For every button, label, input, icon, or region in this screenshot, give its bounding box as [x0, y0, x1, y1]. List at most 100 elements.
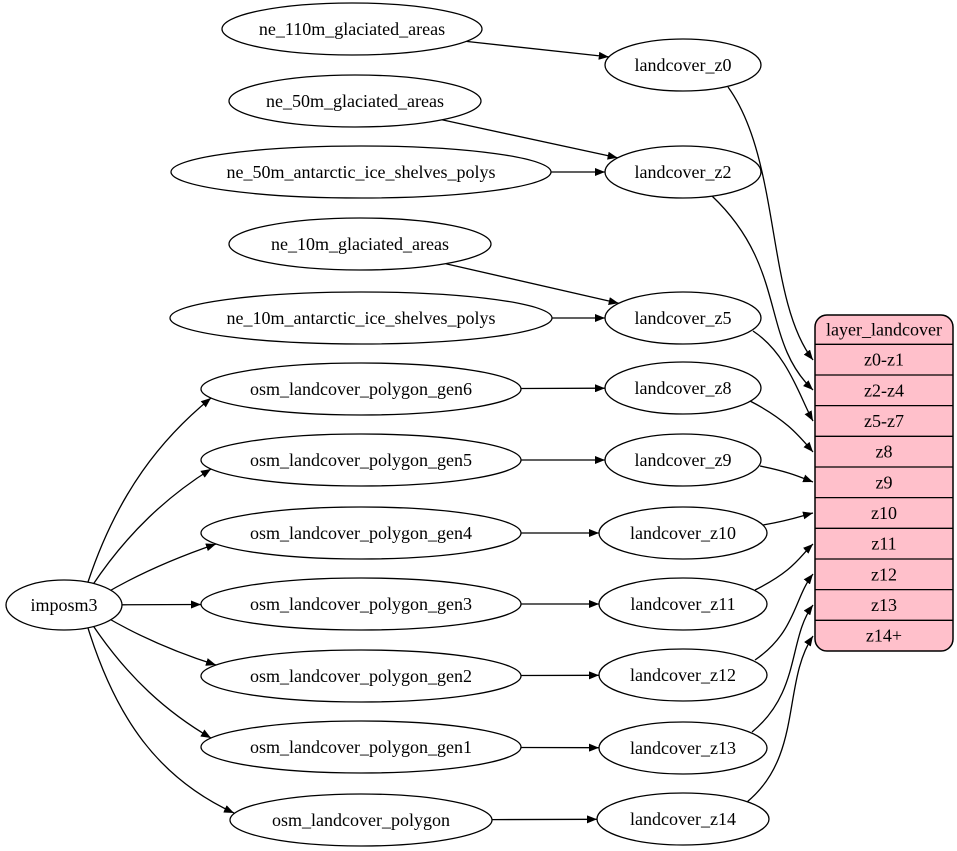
node-label-ne_50m_glaciated_areas: ne_50m_glaciated_areas — [266, 91, 444, 111]
record-row-z9: z9 — [876, 472, 893, 492]
node-shape-landcover_z2 — [604, 145, 762, 199]
record-row-z0-z1: z0-z1 — [864, 350, 904, 370]
node-label-ne_10m_antarctic_ice_shelves_polys: ne_10m_antarctic_ice_shelves_polys — [227, 308, 496, 328]
node-shape-osm_landcover_polygon_gen1 — [200, 720, 522, 774]
node-label-landcover_z9: landcover_z9 — [635, 450, 732, 470]
edge-imposm3-to-osm_landcover_polygon — [87, 627, 235, 814]
node-label-landcover_z0: landcover_z0 — [635, 55, 732, 75]
node-label-landcover_z12: landcover_z12 — [630, 665, 736, 685]
node-label-imposm3: imposm3 — [30, 595, 97, 615]
node-label-ne_10m_glaciated_areas: ne_10m_glaciated_areas — [271, 234, 449, 254]
record-row-z13: z13 — [871, 595, 897, 615]
edge-landcover_z10-to-layer_landcover-z10 — [762, 511, 814, 526]
node-shape-landcover_z0 — [604, 38, 762, 92]
node-label-osm_landcover_polygon_gen2: osm_landcover_polygon_gen2 — [250, 666, 472, 686]
node-label-ne_50m_antarctic_ice_shelves_polys: ne_50m_antarctic_ice_shelves_polys — [227, 162, 496, 182]
node-shape-ne_110m_glaciated_areas — [221, 2, 483, 56]
node-shape-ne_50m_glaciated_areas — [228, 74, 482, 128]
edge-imposm3-to-osm_landcover_polygon_gen1 — [91, 623, 212, 739]
node-shape-landcover_z9 — [604, 433, 762, 487]
node-label-osm_landcover_polygon_gen4: osm_landcover_polygon_gen4 — [250, 523, 472, 543]
node-landcover_z0: landcover_z0 — [604, 38, 762, 92]
node-shape-landcover_z13 — [598, 721, 768, 775]
node-shape-ne_10m_antarctic_ice_shelves_polys — [169, 291, 553, 345]
node-shape-osm_landcover_polygon — [229, 793, 493, 847]
edge-landcover_z8-to-layer_landcover-z8 — [749, 400, 814, 453]
node-landcover_z2: landcover_z2 — [604, 145, 762, 199]
record-row-z12: z12 — [871, 564, 897, 584]
node-label-osm_landcover_polygon_gen1: osm_landcover_polygon_gen1 — [250, 737, 472, 757]
node-ne_10m_antarctic_ice_shelves_polys: ne_10m_antarctic_ice_shelves_polys — [169, 291, 553, 345]
node-osm_landcover_polygon_gen6: osm_landcover_polygon_gen6 — [200, 362, 522, 416]
node-landcover_z10: landcover_z10 — [598, 506, 768, 560]
node-shape-landcover_z5 — [604, 291, 762, 345]
node-osm_landcover_polygon_gen2: osm_landcover_polygon_gen2 — [200, 649, 522, 703]
node-label-landcover_z14: landcover_z14 — [630, 809, 736, 829]
node-ne_10m_glaciated_areas: ne_10m_glaciated_areas — [228, 217, 492, 271]
node-label-osm_landcover_polygon_gen3: osm_landcover_polygon_gen3 — [250, 594, 472, 614]
node-imposm3: imposm3 — [5, 579, 123, 631]
node-shape-landcover_z12 — [598, 648, 768, 702]
node-label-landcover_z13: landcover_z13 — [630, 738, 736, 758]
node-shape-imposm3 — [5, 579, 123, 631]
node-ne_50m_glaciated_areas: ne_50m_glaciated_areas — [228, 74, 482, 128]
node-label-landcover_z2: landcover_z2 — [635, 162, 732, 182]
node-landcover_z11: landcover_z11 — [598, 577, 768, 631]
node-shape-landcover_z10 — [598, 506, 768, 560]
node-shape-ne_50m_antarctic_ice_shelves_polys — [170, 145, 552, 199]
record-row-z5-z7: z5-z7 — [864, 411, 904, 431]
node-shape-osm_landcover_polygon_gen4 — [200, 506, 522, 560]
node-shape-osm_landcover_polygon_gen6 — [200, 362, 522, 416]
record-row-z14+: z14+ — [866, 626, 902, 646]
node-osm_landcover_polygon_gen4: osm_landcover_polygon_gen4 — [200, 506, 522, 560]
edge-landcover_z9-to-layer_landcover-z9 — [759, 465, 814, 483]
node-shape-ne_10m_glaciated_areas — [228, 217, 492, 271]
edge-imposm3-to-osm_landcover_polygon_gen2 — [105, 616, 217, 666]
edge-landcover_z12-to-layer_landcover-z12 — [754, 573, 814, 661]
edge-landcover_z0-to-layer_landcover-z0-z1 — [727, 86, 814, 361]
node-osm_landcover_polygon_gen3: osm_landcover_polygon_gen3 — [200, 577, 522, 631]
node-ne_50m_antarctic_ice_shelves_polys: ne_50m_antarctic_ice_shelves_polys — [170, 145, 552, 199]
record-title: layer_landcover — [826, 320, 942, 340]
node-osm_landcover_polygon: osm_landcover_polygon — [229, 793, 493, 847]
node-osm_landcover_polygon_gen5: osm_landcover_polygon_gen5 — [200, 433, 522, 487]
node-shape-landcover_z11 — [598, 577, 768, 631]
node-label-osm_landcover_polygon_gen6: osm_landcover_polygon_gen6 — [250, 379, 472, 399]
node-landcover_z9: landcover_z9 — [604, 433, 762, 487]
record-row-z8: z8 — [876, 442, 893, 462]
edge-ne_110m_glaciated_areas-to-landcover_z0 — [466, 40, 609, 60]
node-shape-landcover_z14 — [596, 792, 770, 846]
edge-landcover_z13-to-layer_landcover-z13 — [751, 604, 814, 733]
edge-landcover_z11-to-layer_landcover-z11 — [754, 543, 814, 591]
edge-landcover_z14-to-layer_landcover-z14+ — [746, 635, 814, 803]
node-label-osm_landcover_polygon_gen5: osm_landcover_polygon_gen5 — [250, 450, 472, 470]
node-landcover_z5: landcover_z5 — [604, 291, 762, 345]
edge-imposm3-to-osm_landcover_polygon_gen6 — [87, 397, 212, 583]
node-shape-osm_landcover_polygon_gen2 — [200, 649, 522, 703]
record-row-z10: z10 — [871, 503, 897, 523]
node-shape-landcover_z8 — [604, 361, 762, 415]
edge-landcover_z5-to-layer_landcover-z5-z7 — [752, 330, 814, 422]
edge-imposm3-to-osm_landcover_polygon_gen5 — [91, 468, 212, 587]
edge-ne_50m_glaciated_areas-to-landcover_z2 — [441, 119, 618, 160]
node-landcover_z13: landcover_z13 — [598, 721, 768, 775]
node-shape-osm_landcover_polygon_gen3 — [200, 577, 522, 631]
edge-landcover_z2-to-layer_landcover-z2-z4 — [711, 195, 814, 391]
node-shape-osm_landcover_polygon_gen5 — [200, 433, 522, 487]
node-landcover_z8: landcover_z8 — [604, 361, 762, 415]
record-row-z2-z4: z2-z4 — [864, 380, 904, 400]
node-label-ne_110m_glaciated_areas: ne_110m_glaciated_areas — [259, 19, 445, 39]
node-ne_110m_glaciated_areas: ne_110m_glaciated_areas — [221, 2, 483, 56]
edge-imposm3-to-osm_landcover_polygon_gen4 — [105, 543, 217, 594]
node-landcover_z12: landcover_z12 — [598, 648, 768, 702]
node-label-landcover_z10: landcover_z10 — [630, 523, 736, 543]
node-label-landcover_z11: landcover_z11 — [630, 594, 735, 614]
record-outline — [814, 314, 954, 652]
node-label-landcover_z8: landcover_z8 — [635, 378, 732, 398]
node-label-landcover_z5: landcover_z5 — [635, 308, 732, 328]
record-row-z11: z11 — [871, 534, 896, 554]
edge-ne_10m_glaciated_areas-to-landcover_z5 — [445, 263, 619, 305]
node-osm_landcover_polygon_gen1: osm_landcover_polygon_gen1 — [200, 720, 522, 774]
